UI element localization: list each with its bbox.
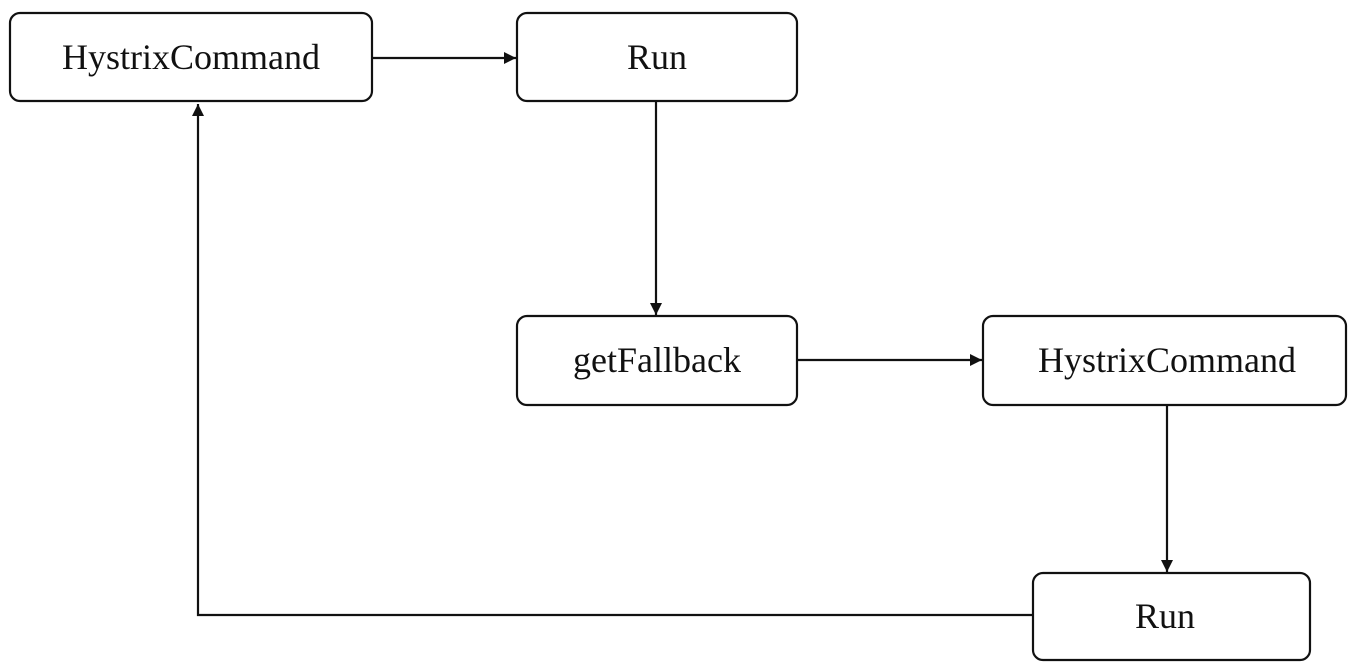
node-label: Run [1135,596,1195,636]
edges [192,52,1173,617]
node-run-bottom: Run [1031,571,1312,662]
node-label: HystrixCommand [62,37,320,77]
node-label: getFallback [573,340,741,380]
node-label: HystrixCommand [1038,340,1296,380]
edge-run-back-to-hystrix-command [192,104,1032,617]
node-hystrix-command-top: HystrixCommand [8,11,374,103]
node-label: Run [627,37,687,77]
node-run-top: Run [515,11,799,103]
node-hystrix-command-right: HystrixCommand [981,314,1348,407]
node-get-fallback: getFallback [515,314,799,407]
